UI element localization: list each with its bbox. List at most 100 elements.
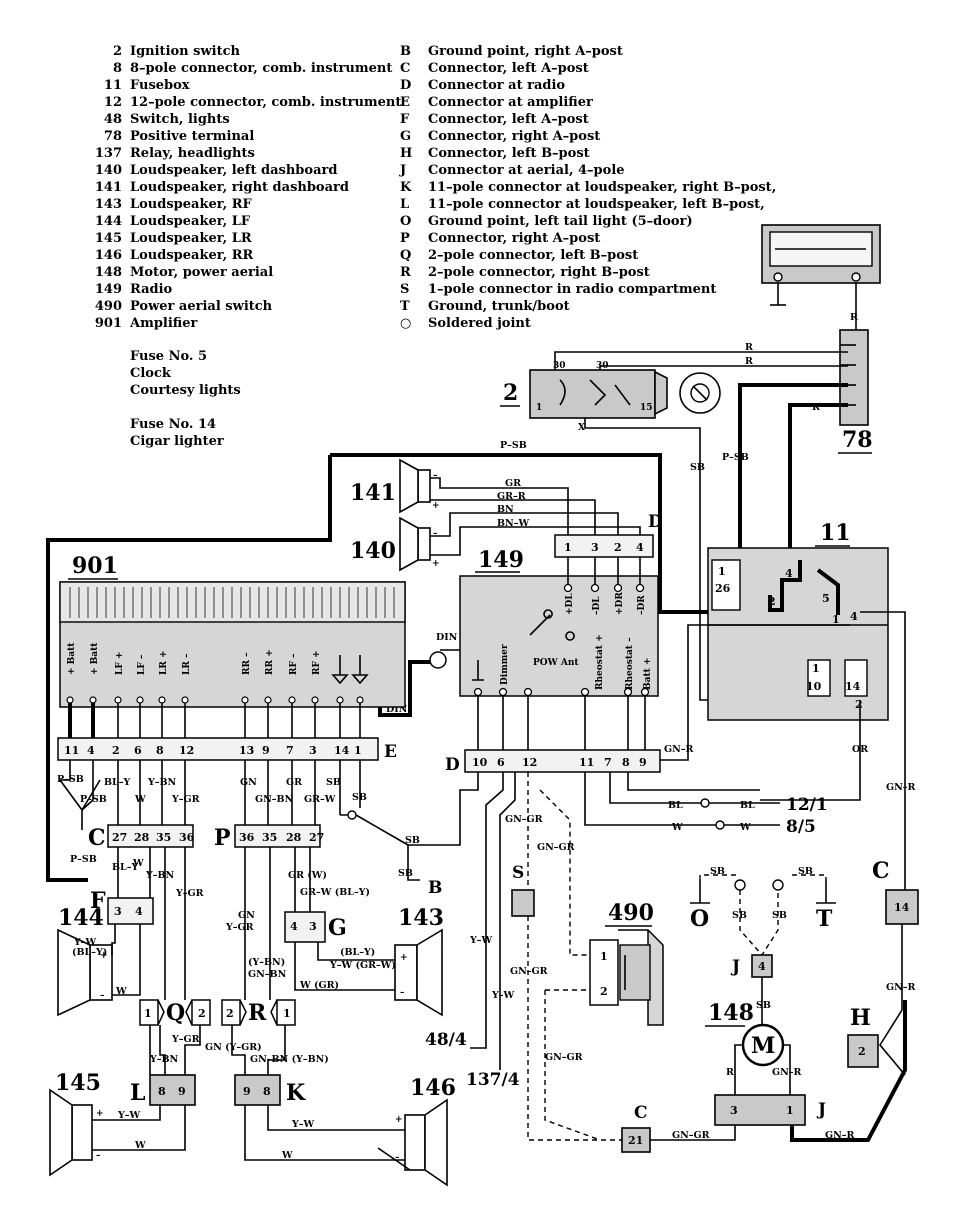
fuse-pin-10: 10 [806, 680, 822, 693]
e-pin: 4 [87, 744, 95, 757]
connector-q [139, 999, 211, 1026]
radio-terminal-label: Batt + [643, 658, 653, 690]
wire-BLY-143: (BL–Y) [340, 947, 375, 958]
radio-terminal-dot [580, 687, 590, 697]
wire-R-2: R [745, 356, 753, 367]
wire-color-label: GR–W [304, 794, 336, 805]
wire-GNGR-4: GN–GR [545, 1052, 583, 1063]
radio-terminal-dot [635, 583, 645, 593]
conn-p-label: P [214, 825, 231, 851]
d-bottom-pin: 10 [472, 756, 488, 769]
fuse-pin-26: 26 [715, 582, 731, 595]
connector-e [57, 737, 379, 761]
power-aerial-switch-490 [589, 929, 664, 1026]
wire-YGR-c: Y–GR [175, 888, 204, 899]
svg-text:–: – [96, 1151, 101, 1161]
e-pin: 1 [354, 744, 362, 757]
radio-terminal-label: Dimmer [500, 644, 510, 685]
wire-BL-2: BL [740, 800, 755, 811]
amp-terminal-label: RR + [265, 649, 275, 675]
amp-terminal-dot [181, 696, 189, 704]
j-big-pin-1: 1 [786, 1104, 794, 1117]
amp-terminal-dot [241, 696, 249, 704]
wire-SB-E1: SB [352, 792, 367, 803]
amp-terminal-label: LR – [182, 653, 192, 675]
d-bottom-pin: 11 [579, 756, 594, 769]
conn-r-label: R [248, 1000, 267, 1026]
svg-text:+: + [100, 951, 108, 961]
label-2: 2 [503, 380, 518, 406]
wire-YBN-c: Y–BN [145, 870, 175, 881]
legend-right-text: Connector, left A–post [428, 112, 589, 127]
label-148: 148 [708, 1000, 754, 1026]
ground-B: B [428, 878, 442, 898]
legend-right-text: Ground point, left tail light (5–door) [428, 214, 693, 229]
conn-e-label: E [384, 742, 397, 762]
wire-YW-137: Y–W [491, 990, 515, 1001]
d-bottom-pin: 12 [522, 756, 537, 769]
wire-PSB-78: P–SB [722, 452, 749, 463]
legend-right-text: Ground point, right A–post [428, 44, 623, 59]
f-pin-4: 4 [135, 905, 143, 918]
legend-left-code: 78 [104, 129, 122, 144]
amp-terminal-dot [66, 696, 74, 704]
radio-terminal-label: +DL [565, 593, 575, 615]
fuse-pin-4b: 4 [850, 610, 858, 623]
legend-left-text: Relay, headlights [130, 146, 255, 161]
radio-terminal-dot [473, 687, 483, 697]
legend-right-text: 11–pole connector at loudspeaker, right … [428, 180, 776, 195]
svg-text:–: – [100, 991, 105, 1001]
wire-YW-146: Y–W [291, 1119, 315, 1130]
legend-right-text: 11–pole connector at loudspeaker, left B… [428, 197, 765, 212]
conn-d-bottom-label: D [445, 755, 460, 775]
wire-GNGR-3: GN–GR [510, 966, 548, 977]
legend-right-code: R [400, 265, 411, 280]
d-top-pin: 4 [636, 541, 644, 554]
legend-left-text: Loudspeaker, right dashboard [130, 180, 349, 195]
legend-left-code: 148 [95, 265, 122, 280]
label-146: 146 [410, 1075, 456, 1101]
fuse-pin-4: 4 [785, 567, 793, 580]
amp-terminal-dot [311, 696, 319, 704]
wire-R-clock: R [850, 312, 858, 323]
amp-terminal-label: LR + [159, 651, 169, 675]
wire-YWGRW-143: Y–W (GR–W) [329, 960, 396, 971]
c-left-pin: 35 [156, 831, 171, 844]
fuse-notes: Fuse No. 5 Clock Courtesy lights Fuse No… [130, 349, 241, 449]
wire-WGR-143: W (GR) [299, 980, 339, 991]
d-bottom-pin: 7 [604, 756, 612, 769]
wire-color-label: P–SB [57, 774, 84, 785]
p-pin: 27 [309, 831, 324, 844]
legend-right-code: K [400, 180, 412, 195]
legend-left-code: 140 [95, 163, 122, 178]
wire-GR-141: GR [505, 478, 521, 489]
legend-left-text: Radio [130, 282, 173, 297]
radio-terminal-dot [590, 583, 600, 593]
legend-left-text: Loudspeaker, RF [130, 197, 252, 212]
wire-SB-j1: SB [732, 910, 747, 921]
legend-right-code: L [400, 197, 409, 212]
legend-right-code: ○ [400, 316, 411, 331]
wire-YBN-q: Y–BN [149, 1054, 179, 1065]
positive-terminal-78 [839, 329, 869, 426]
fuse5-line1: Clock [130, 366, 172, 381]
d-top-pin: 3 [591, 541, 599, 554]
din-label-2: DIN [386, 704, 408, 715]
wire-color-label: GR [286, 777, 302, 788]
legend-right-code: H [400, 146, 412, 161]
legend-right-text: 2–pole connector, left B–post [428, 248, 638, 263]
svg-text:+: + [432, 501, 440, 511]
radio-terminal-dot [613, 583, 623, 593]
fuse-pin-14: 14 [845, 680, 861, 693]
wire-GNR-c14: GN–R [886, 982, 916, 993]
ign-pin-15: 15 [640, 403, 653, 413]
wire-YW-144: Y–W [73, 937, 97, 948]
d-bottom-pin: 9 [639, 756, 647, 769]
legend-left-text: 8–pole connector, comb. instrument [130, 61, 392, 76]
j-small-pin: 4 [758, 960, 766, 973]
e-pin: 11 [64, 744, 79, 757]
d-bottom-pin: 6 [497, 756, 505, 769]
amp-terminal-dot [136, 696, 144, 704]
wire-GNGR-1: GN–GR [505, 814, 543, 825]
conn-g-label: G [328, 915, 347, 941]
